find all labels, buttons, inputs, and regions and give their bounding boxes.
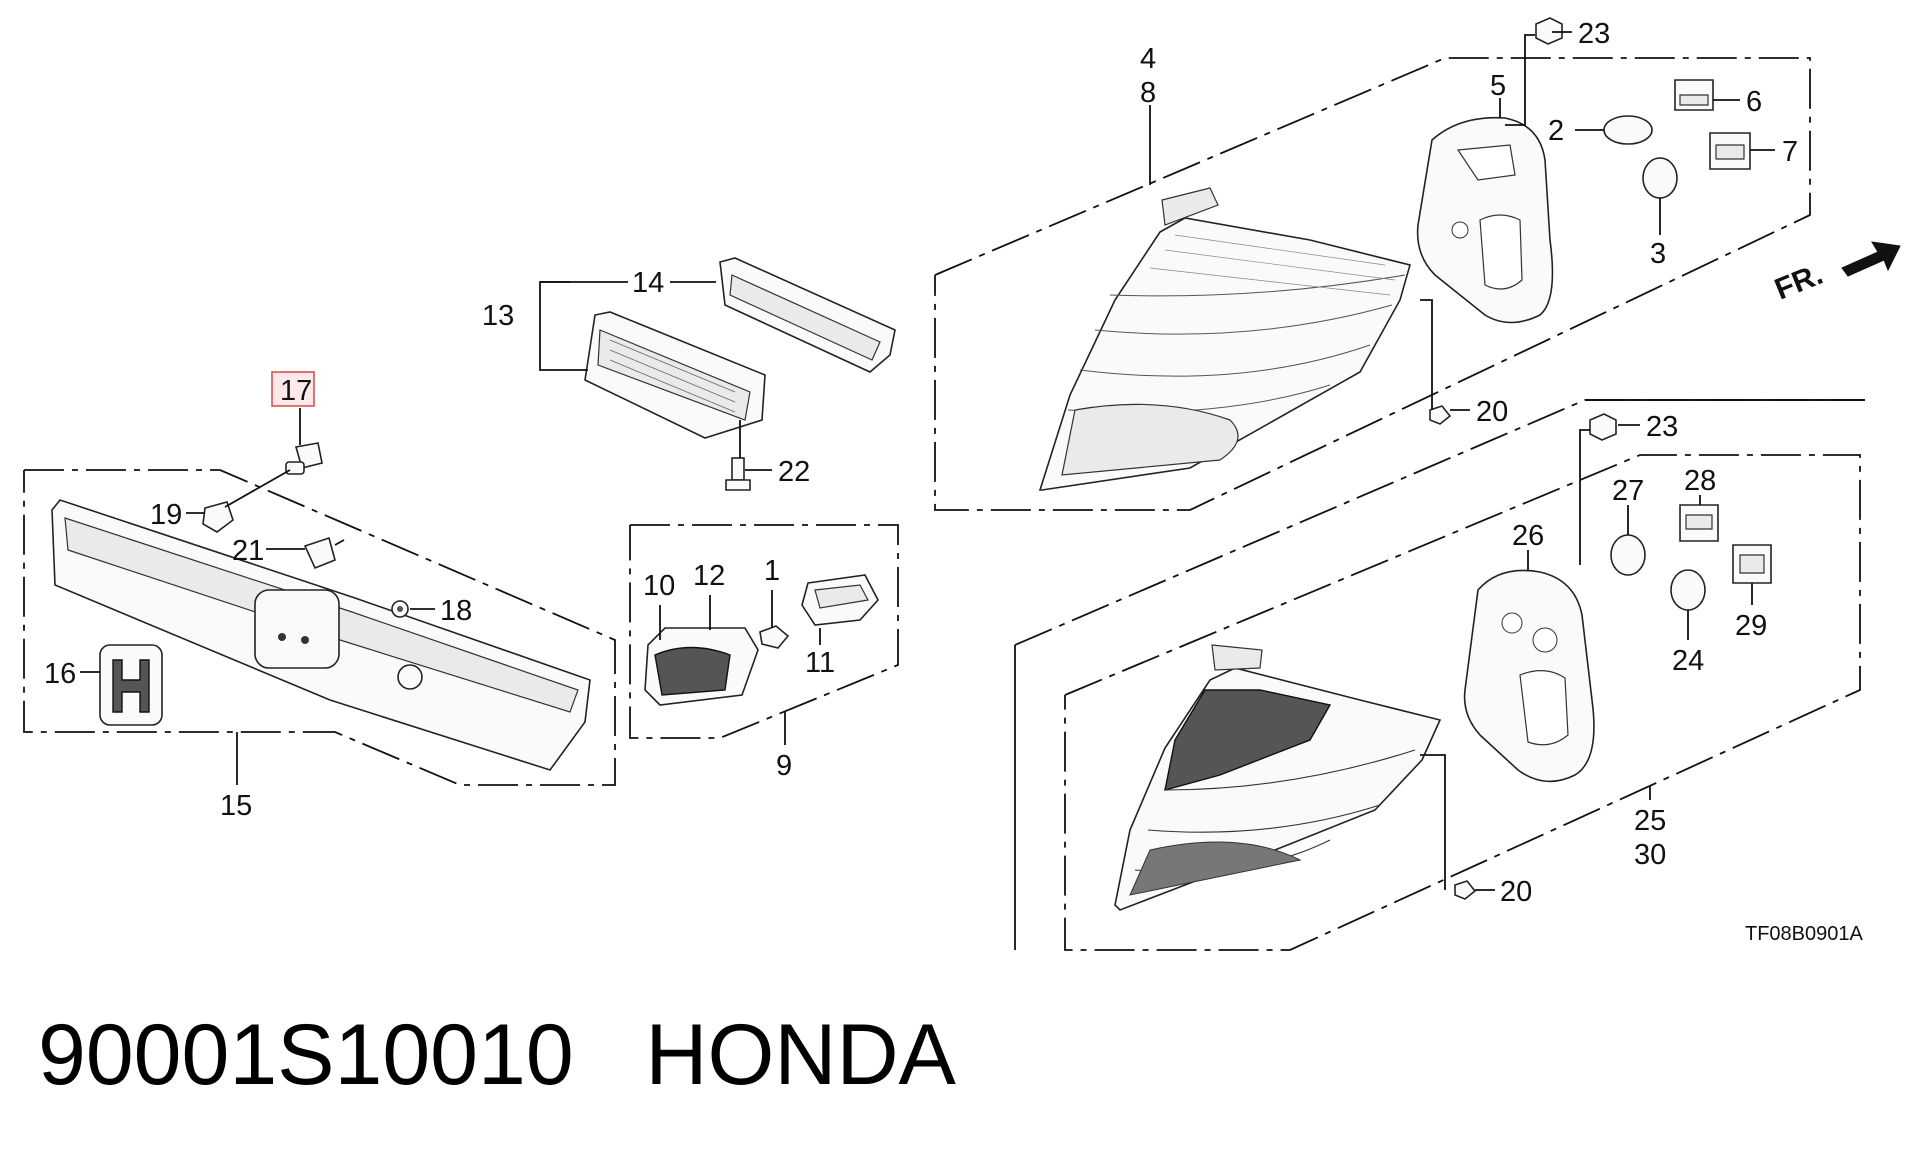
diagram-code: TF08B0901A xyxy=(1745,923,1864,945)
caption-gap xyxy=(574,1007,646,1103)
callout-15[interactable]: 15 xyxy=(220,790,252,822)
leader-lines xyxy=(80,31,1775,891)
callout-29[interactable]: 29 xyxy=(1735,610,1767,642)
callout-20-lower[interactable]: 20 xyxy=(1500,876,1532,908)
fasteners-right xyxy=(1429,17,1617,900)
honda-emblem xyxy=(99,644,163,726)
callout-23-lower[interactable]: 23 xyxy=(1646,411,1678,443)
callout-11[interactable]: 11 xyxy=(805,647,835,679)
callout-2[interactable]: 2 xyxy=(1548,115,1564,147)
callout-17[interactable]: 17 xyxy=(280,375,312,407)
callout-27[interactable]: 27 xyxy=(1612,475,1644,507)
part-number: 90001S10010 xyxy=(38,1007,574,1103)
high-mount-stop-light xyxy=(584,257,896,491)
callout-5[interactable]: 5 xyxy=(1490,70,1506,102)
brand-name: HONDA xyxy=(645,1007,956,1103)
fasteners-left xyxy=(202,442,409,618)
callout-18[interactable]: 18 xyxy=(440,595,472,627)
callout-28[interactable]: 28 xyxy=(1684,465,1716,497)
upper-gasket xyxy=(1416,116,1554,324)
callout-21[interactable]: 21 xyxy=(232,535,264,567)
callout-14[interactable]: 14 xyxy=(632,267,664,299)
callout-24[interactable]: 24 xyxy=(1672,645,1704,677)
callout-9[interactable]: 9 xyxy=(776,750,792,782)
lower-tail-light xyxy=(1114,644,1442,911)
callout-30[interactable]: 30 xyxy=(1634,839,1666,871)
callout-23-upper[interactable]: 23 xyxy=(1578,18,1610,50)
callout-20-upper[interactable]: 20 xyxy=(1476,396,1508,428)
license-light xyxy=(644,574,879,706)
callout-25[interactable]: 25 xyxy=(1634,805,1666,837)
callout-4[interactable]: 4 xyxy=(1140,43,1156,75)
callout-3[interactable]: 3 xyxy=(1650,238,1666,270)
lower-sockets xyxy=(1610,504,1772,611)
callout-8[interactable]: 8 xyxy=(1140,77,1156,109)
front-direction-label: FR. xyxy=(1770,258,1827,307)
callout-26[interactable]: 26 xyxy=(1512,520,1544,552)
callout-12[interactable]: 12 xyxy=(693,560,725,592)
callout-17-highlight xyxy=(271,371,315,407)
part-caption: 90001S10010 HONDA xyxy=(38,1012,956,1098)
callout-6[interactable]: 6 xyxy=(1746,86,1762,118)
callout-16[interactable]: 16 xyxy=(44,658,76,690)
group-boundaries xyxy=(23,57,1865,951)
callout-7[interactable]: 7 xyxy=(1782,136,1798,168)
front-direction-arrow: FR. xyxy=(1770,241,1901,307)
upper-tail-light xyxy=(1038,187,1411,491)
license-garnish xyxy=(51,499,591,771)
upper-sockets xyxy=(1603,79,1751,199)
callout-10[interactable]: 10 xyxy=(643,570,675,602)
lower-gasket xyxy=(1463,569,1595,783)
callout-labels: 17 19 21 18 16 15 13 14 22 10 12 1 11 9 … xyxy=(44,18,1798,908)
callout-22[interactable]: 22 xyxy=(778,456,810,488)
callout-1[interactable]: 1 xyxy=(764,555,780,587)
callout-13[interactable]: 13 xyxy=(482,300,514,332)
callout-19[interactable]: 19 xyxy=(150,499,182,531)
